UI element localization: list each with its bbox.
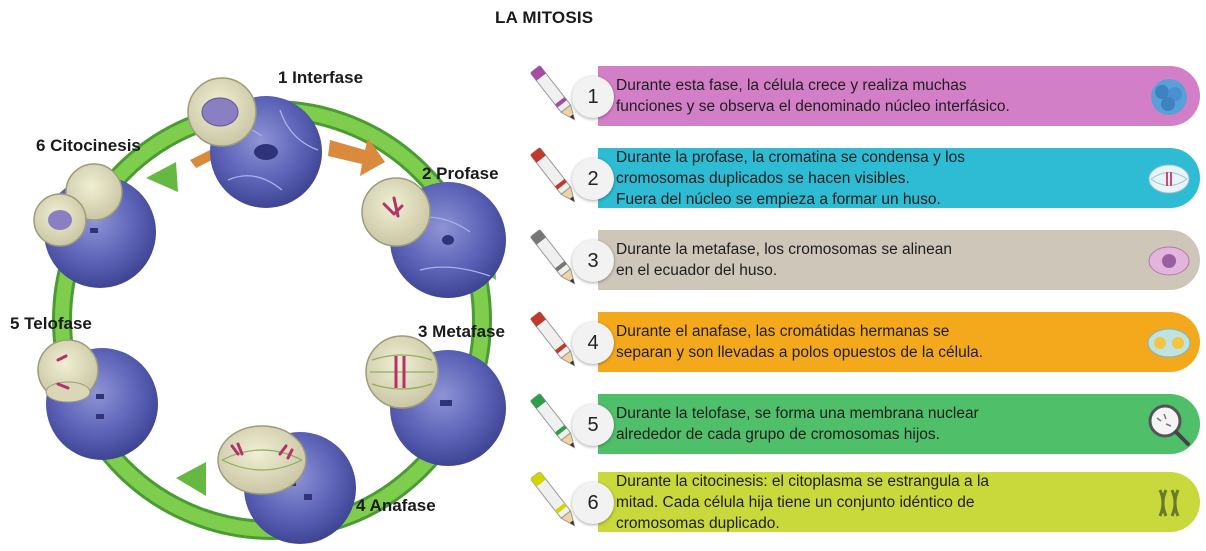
step-line: Durante la citocinesis: el citoplasma se… — [616, 472, 990, 490]
step-bar — [598, 472, 1200, 532]
cycle-svg — [33, 77, 506, 544]
step-row-5: 5 Durante la telofase, se forma una memb… — [530, 392, 1200, 458]
step-bar — [598, 66, 1200, 126]
pencil-icon — [530, 311, 576, 367]
step-description: Durante la profase, la cromatina se cond… — [616, 146, 1136, 210]
green-arrowhead-1 — [146, 162, 178, 192]
step-line: cromosomas duplicado. — [616, 514, 780, 532]
step-line: Durante la telofase, se forma una membra… — [616, 405, 979, 422]
step-bar — [598, 148, 1200, 208]
phase-label-citocinesis: 6 Citocinesis — [36, 136, 141, 155]
phase-label-telofase: 5 Telofase — [10, 314, 92, 333]
anafase-cell — [217, 425, 307, 495]
step-line: alrededor de cada grupo de cromosomas hi… — [616, 426, 940, 443]
pencil-icon — [530, 147, 576, 203]
cell-thumbnail-icon — [1151, 79, 1187, 115]
pencil-icon — [530, 471, 576, 527]
phase-label-metafase: 3 Metafase — [418, 322, 505, 341]
step-line: Durante la metafase, los cromosomas se a… — [616, 241, 952, 258]
pencil-icon — [530, 65, 576, 121]
step-number: 6 — [572, 482, 614, 524]
step-description: Durante la metafase, los cromosomas se a… — [616, 228, 1136, 292]
citocinesis-cell — [33, 163, 123, 247]
step-bar — [598, 230, 1200, 290]
step-description: Durante el anafase, las cromátidas herma… — [616, 310, 1136, 374]
step-number: 5 — [572, 404, 614, 446]
step-line: Durante la profase, la cromatina se cond… — [616, 148, 965, 166]
interfase-cell — [187, 77, 257, 147]
step-number: 4 — [572, 322, 614, 364]
orange-arrow-2 — [328, 138, 385, 176]
step-line: separan y son llevadas a polos opuestos … — [616, 344, 984, 361]
phase-label-anafase: 4 Anafase — [356, 496, 436, 515]
telofase-cell — [37, 339, 99, 403]
step-description: Durante esta fase, la célula crece y rea… — [616, 64, 1136, 128]
metafase-cell — [365, 335, 439, 409]
step-line: cromosomas duplicados se hacen visibles. — [616, 169, 910, 187]
cell-thumbnail-icon — [1148, 246, 1190, 276]
step-line: Durante esta fase, la célula crece y rea… — [616, 77, 967, 94]
cell-thumbnail-icon — [1148, 164, 1190, 194]
step-bar — [598, 394, 1200, 454]
step-row-1: 1 Durante esta fase, la célula crece y r… — [530, 64, 1200, 130]
step-line: en el ecuador del huso. — [616, 262, 778, 279]
pencil-icon — [530, 393, 576, 449]
step-row-2: 2 Durante la profase, la cromatina se co… — [530, 146, 1200, 212]
profase-cell — [361, 177, 431, 247]
step-line: funciones y se observa el denominado núc… — [616, 98, 1010, 115]
mitosis-cycle-diagram: 1 Interfase 2 Profase 3 Metafase 4 Anafa… — [0, 0, 560, 546]
step-row-6: 6 Durante la citocinesis: el citoplasma … — [530, 470, 1200, 536]
page-title: LA MITOSIS — [495, 8, 594, 27]
step-row-3: 3 Durante la metafase, los cromosomas se… — [530, 228, 1200, 294]
step-row-4: 4 Durante el anafase, las cromátidas her… — [530, 310, 1200, 376]
step-bar — [598, 312, 1200, 372]
step-number: 1 — [572, 76, 614, 118]
step-line: mitad. Cada célula hija tiene un conjunt… — [616, 493, 975, 511]
phase-label-profase: 2 Profase — [422, 164, 499, 183]
cell-thumbnail-icon — [1148, 404, 1190, 446]
step-description: Durante la telofase, se forma una membra… — [616, 392, 1136, 456]
step-number: 2 — [572, 158, 614, 200]
step-line: Fuera del núcleo se empieza a formar un … — [616, 190, 941, 208]
cell-thumbnail-icon — [1158, 489, 1180, 517]
step-line: Durante el anafase, las cromátidas herma… — [616, 323, 950, 340]
step-description: Durante la citocinesis: el citoplasma se… — [616, 470, 1136, 534]
green-arrowhead-3 — [176, 462, 206, 496]
step-number: 3 — [572, 240, 614, 282]
cell-thumbnail-icon — [1147, 328, 1191, 358]
pencil-icon — [530, 229, 576, 285]
phase-label-interfase: 1 Interfase — [278, 68, 364, 87]
